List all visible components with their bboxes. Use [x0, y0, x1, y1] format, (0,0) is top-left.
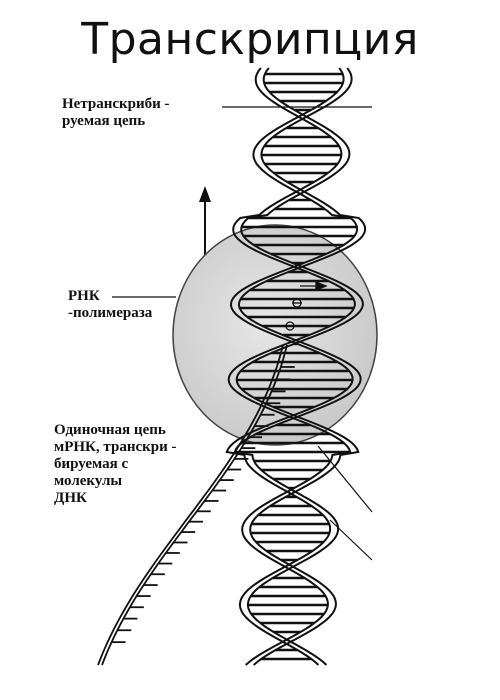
dna-backbone-edge	[233, 67, 367, 666]
dna-backbone-edge	[235, 67, 364, 666]
dna-backbones	[225, 67, 367, 666]
nucleotide-marks	[285, 281, 328, 331]
dna-backbone-edge	[225, 67, 359, 666]
page-title: Транскрипция	[81, 14, 419, 65]
mrna-backbone	[97, 344, 284, 666]
dna-backbone-edge	[227, 67, 356, 666]
leader-lines	[112, 106, 373, 561]
label-non-template-strand: Нетранскриби - руемая цепь	[62, 96, 170, 130]
label-rna-polymerase: РНК -полимераза	[68, 288, 153, 321]
label-mrna-strand: Одиночная цепь мРНК, транскри - бируемая…	[54, 422, 177, 506]
direction-arrow	[199, 186, 211, 262]
dna-base-pairs	[234, 72, 357, 661]
